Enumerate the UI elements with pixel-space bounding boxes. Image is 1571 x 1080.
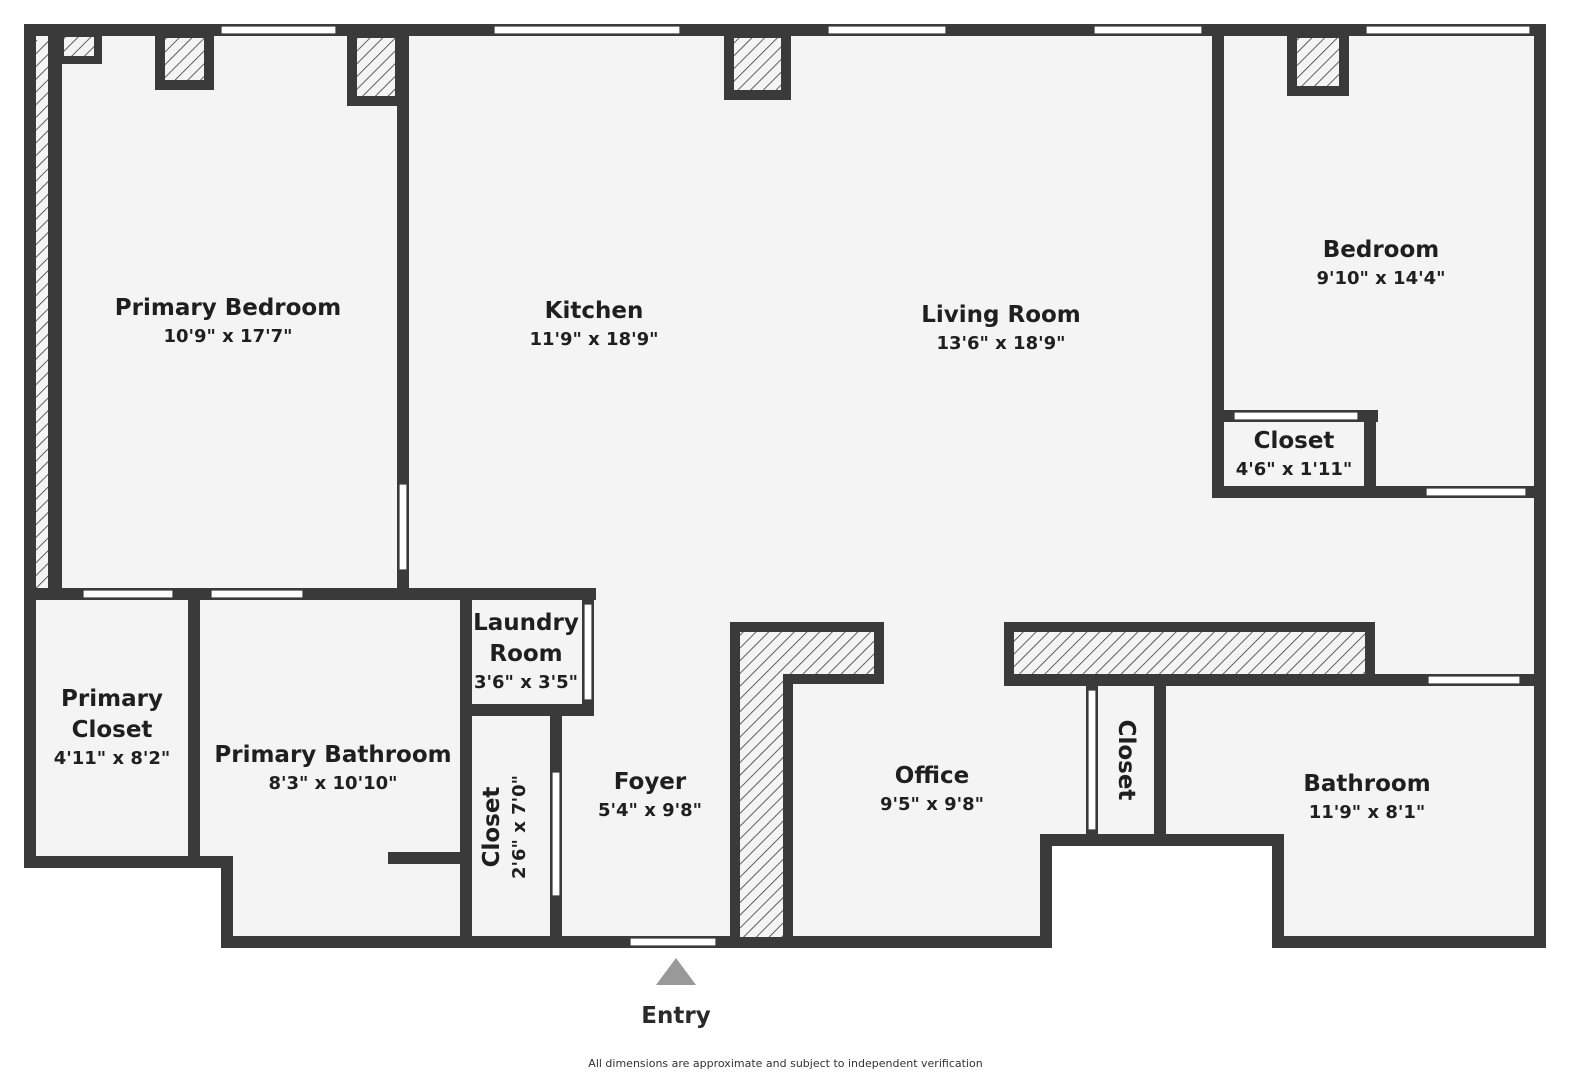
room-name-laundry-line2: Room (489, 641, 562, 667)
room-dims-living-room: 13'6" x 18'9" (936, 333, 1065, 354)
room-dims-bathroom: 11'9" x 8'1" (1309, 802, 1426, 823)
room-dims-primary-bathroom: 8'3" x 10'10" (268, 773, 397, 794)
room-name-primary-closet-line1: Primary (61, 686, 163, 712)
room-dims-primary-closet: 4'11" x 8'2" (54, 748, 171, 769)
room-name-primary-closet-line2: Closet (72, 717, 153, 743)
room-dims-office: 9'5" x 9'8" (880, 794, 984, 815)
room-name-bathroom: Bathroom (1303, 771, 1430, 797)
room-name-office-closet: Closet (1113, 720, 1139, 801)
room-dims-bedroom-closet: 4'6" x 1'11" (1236, 459, 1353, 480)
entry-label: Entry (641, 1003, 710, 1029)
primary-bedroom-side-hatch (36, 40, 48, 588)
doorways (82, 411, 1527, 947)
room-name-bedroom: Bedroom (1323, 237, 1440, 263)
room-dims-laundry: 3'6" x 3'5" (474, 672, 578, 693)
room-dims-bedroom: 9'10" x 14'4" (1316, 268, 1445, 289)
structural-hatch (56, 28, 1375, 947)
room-name-kitchen: Kitchen (545, 298, 644, 324)
room-name-living-room: Living Room (921, 302, 1081, 328)
room-dims-hall-closet: 2'6" x 7'0" (509, 775, 530, 879)
room-name-bedroom-closet: Closet (1254, 428, 1335, 454)
disclaimer-text: All dimensions are approximate and subje… (588, 1057, 983, 1070)
room-labels: Primary Bedroom 10'9" x 17'7" Kitchen 11… (54, 237, 1446, 879)
room-name-office: Office (895, 763, 969, 789)
room-dims-kitchen: 11'9" x 18'9" (529, 329, 658, 350)
room-name-foyer: Foyer (614, 769, 687, 795)
room-dims-foyer: 5'4" x 9'8" (598, 800, 702, 821)
room-dims-primary-bedroom: 10'9" x 17'7" (163, 326, 292, 347)
entry-arrow-icon (656, 958, 696, 985)
windows (220, 25, 1531, 35)
room-name-laundry-line1: Laundry (473, 610, 579, 636)
room-name-primary-bedroom: Primary Bedroom (115, 295, 341, 321)
room-name-primary-bathroom: Primary Bathroom (214, 742, 451, 768)
room-name-hall-closet: Closet (479, 787, 505, 868)
